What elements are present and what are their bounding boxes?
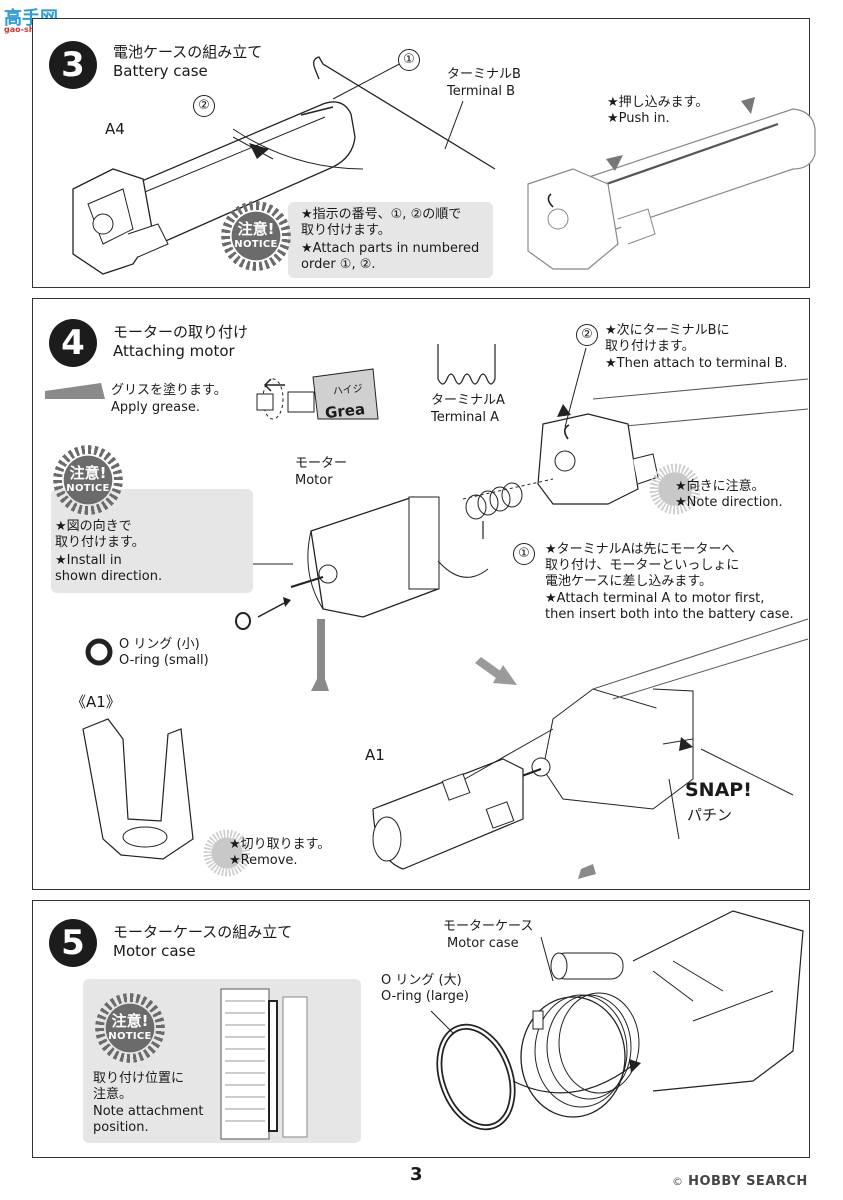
notice-text-jp-1: ★図の向きで (55, 519, 132, 534)
step-title-en: Attaching motor (113, 342, 235, 360)
notice-title-en: NOTICE (234, 239, 278, 250)
watermark-text: HOBBY SEARCH (688, 1174, 808, 1189)
notice-text-jp-1: ★指示の番号、①, ②の順で (301, 207, 462, 222)
part-label-a4: A4 (105, 120, 125, 138)
terminal-a-label-en: Terminal A (431, 410, 499, 425)
motor-case-label-en: Motor case (447, 936, 519, 951)
attach-terminal-b-jp-2: 取り付けます。 (605, 339, 695, 354)
hobby-search-watermark: © HOBBY SEARCH (672, 1170, 838, 1190)
motor-case-illustration (220, 910, 804, 1140)
callout-2: ② (576, 324, 598, 346)
motor-assembly-illustration (45, 344, 809, 879)
callout-1: ① (513, 543, 535, 565)
step-number: 4 (49, 319, 97, 367)
battery-case-illustration (72, 56, 816, 275)
note-direction-jp: ★向きに注意。 (675, 479, 765, 494)
notice-title-jp: 注意! (111, 1012, 149, 1030)
notice-badge: 注意! NOTICE (221, 201, 291, 271)
attach-terminal-a-jp-1: ★ターミナルAは先にモーターへ (545, 542, 735, 557)
notice-text-en-1: Note attachment (93, 1104, 204, 1119)
snap-en: SNAP! (685, 779, 752, 801)
push-in-en: ★Push in. (607, 111, 670, 126)
motor-label-en: Motor (295, 473, 333, 488)
remove-burst (203, 829, 251, 877)
notice-text-en-1: ★Install in (55, 553, 122, 568)
step-title-en: Battery case (113, 62, 208, 80)
push-in-jp: ★押し込みます。 (607, 95, 709, 110)
oring-large-jp: O リング (大) (381, 973, 462, 988)
note-direction-en: ★Note direction. (675, 495, 783, 510)
step-3-panel: 3 電池ケースの組み立て Battery case ① ② A4 ターミナ (32, 18, 816, 288)
oring-small-jp: O リング (小) (119, 637, 200, 652)
notice-text-jp-2: 取り付けます。 (301, 223, 391, 238)
grease-text-en: Apply grease. (111, 400, 201, 415)
terminal-b-label-en: Terminal B (447, 84, 515, 99)
motor-case-label-jp: モーターケース (443, 919, 534, 934)
notice-text-en-1: ★Attach parts in numbered (301, 241, 480, 256)
oring-large-en: O-ring (large) (381, 989, 469, 1004)
note-direction-burst (649, 463, 701, 515)
grease-tube-jp: ハイジ (332, 383, 364, 398)
attach-terminal-a-en-1: ★Attach terminal A to motor first, (545, 591, 765, 606)
notice-box (288, 202, 493, 278)
attach-terminal-a-jp-3: 電池ケースに差し込みます。 (545, 574, 713, 589)
notice-title-en: NOTICE (108, 1031, 152, 1042)
oring-small-en: O-ring (small) (119, 653, 209, 668)
notice-text-en-2: order ①, ②. (301, 257, 376, 272)
remove-en: ★Remove. (229, 853, 298, 868)
step-title-jp: モーターの取り付け (113, 323, 249, 341)
step-number: 5 (49, 919, 97, 967)
step-4-panel: 4 モーターの取り付け Attaching motor (32, 298, 810, 890)
notice-title-jp: 注意! (237, 220, 275, 238)
terminal-a-label-jp: ターミナルA (431, 393, 505, 408)
callout-2: ② (193, 95, 215, 117)
a1-part-label: A1 (365, 746, 385, 764)
grease-text-jp: グリスを塗ります。 (111, 383, 227, 398)
remove-jp: ★切り取ります。 (229, 837, 331, 852)
step-5-panel: 5 モーターケースの組み立て Motor case 注意! NOTICE 取り付… (32, 900, 810, 1158)
notice-title-jp: 注意! (69, 464, 107, 482)
step-number: 3 (49, 41, 97, 89)
step-title-jp: 電池ケースの組み立て (113, 43, 263, 61)
notice-text-jp-1: 取り付け位置に (93, 1071, 185, 1086)
terminal-b-label-jp: ターミナルB (447, 67, 521, 82)
step-title-en: Motor case (113, 942, 196, 960)
attach-terminal-b-en: ★Then attach to terminal B. (605, 356, 788, 371)
notice-text-en-2: shown direction. (55, 569, 163, 584)
watermark-prefix: © (672, 1175, 683, 1188)
callout-1: ① (398, 49, 420, 71)
notice-badge: 注意! NOTICE (53, 445, 123, 515)
attach-terminal-a-en-2: then insert both into the battery case. (545, 607, 794, 622)
page-number: 3 (410, 1164, 423, 1185)
notice-title-en: NOTICE (66, 483, 110, 494)
notice-text-en-2: position. (93, 1120, 149, 1135)
notice-text-jp-2: 取り付けます。 (55, 535, 145, 550)
notice-text-jp-2: 注意。 (93, 1087, 133, 1102)
a1-bracket-label: 《A1》 (71, 693, 121, 711)
attach-terminal-a-jp-2: 取り付け、モーターといっしょに (545, 558, 740, 573)
step-title-jp: モーターケースの組み立て (113, 923, 293, 941)
motor-label-jp: モーター (295, 456, 348, 471)
attach-terminal-b-jp-1: ★次にターミナルBに (605, 323, 730, 338)
snap-jp: パチン (687, 806, 733, 824)
notice-badge: 注意! NOTICE (95, 993, 165, 1063)
